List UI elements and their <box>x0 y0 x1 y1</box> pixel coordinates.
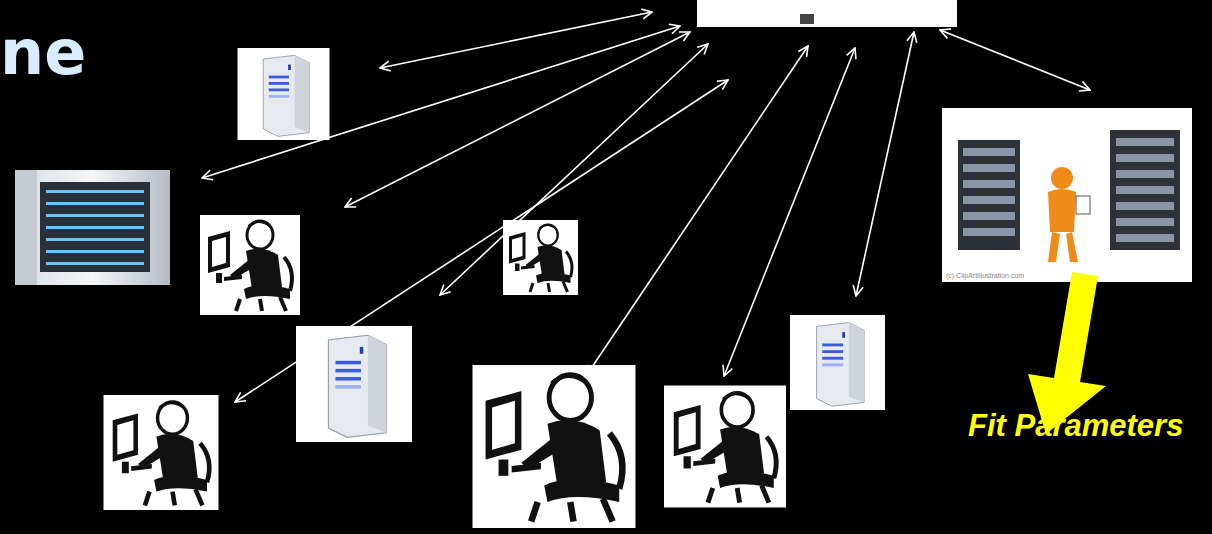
link-arrow <box>440 44 708 295</box>
rack-led-row <box>46 262 144 265</box>
datacenter-clipart <box>958 130 1180 262</box>
rack-unit <box>1116 170 1174 178</box>
link-arrow <box>345 32 690 207</box>
rack-cabinet <box>958 140 1020 250</box>
server-rack-photo <box>15 170 170 285</box>
rack-unit <box>963 196 1015 204</box>
rack-unit <box>963 180 1015 188</box>
rack-unit <box>1116 186 1174 194</box>
link-arrows <box>202 12 1090 402</box>
link-arrow <box>856 32 914 296</box>
user-at-computer <box>503 220 578 295</box>
rack-leds <box>46 190 144 265</box>
user-at-computer <box>664 386 786 508</box>
figure-body <box>1048 189 1076 232</box>
rack-led-row <box>46 214 144 217</box>
user-at-computer <box>104 395 219 510</box>
link-arrow <box>235 80 728 402</box>
server-tower <box>790 315 885 410</box>
rack-led-row <box>46 226 144 229</box>
copyright-note: (c) ClipArtIllustration.com <box>946 272 1024 279</box>
hub-box <box>697 0 957 27</box>
rack-side <box>15 170 37 285</box>
rack-unit <box>963 212 1015 220</box>
server-tower <box>238 48 330 140</box>
clipboard <box>1076 196 1090 214</box>
link-arrow <box>724 48 855 376</box>
rack-front <box>40 182 150 272</box>
slide-title: ne <box>0 22 86 84</box>
rack-unit <box>1116 202 1174 210</box>
rack-unit <box>1116 138 1174 146</box>
server-tower <box>296 326 412 442</box>
rack-unit <box>963 148 1015 156</box>
rack-led-row <box>46 238 144 241</box>
rack-units <box>963 138 1174 242</box>
rack-bg <box>15 170 170 285</box>
rack-unit <box>1116 154 1174 162</box>
user-at-computer <box>200 215 300 315</box>
figure-head <box>1051 167 1073 189</box>
rack-unit <box>963 164 1015 172</box>
hub-figure <box>800 14 814 24</box>
user-at-computer <box>473 365 636 528</box>
output-label: Fit Parameters <box>968 410 1183 441</box>
rack-unit <box>1116 218 1174 226</box>
link-arrow <box>380 12 652 68</box>
image-panel: (c) ClipArtIllustration.com <box>942 108 1192 282</box>
rack-led-row <box>46 250 144 253</box>
rack-led-row <box>46 202 144 205</box>
rack-cabinet <box>1110 130 1180 250</box>
rack-unit <box>1116 234 1174 242</box>
link-arrow <box>202 26 680 178</box>
link-arrow <box>586 46 808 376</box>
figure-legs <box>1048 232 1078 262</box>
rack-unit <box>963 228 1015 236</box>
rack-led-row <box>46 190 144 193</box>
link-arrow <box>940 30 1090 90</box>
